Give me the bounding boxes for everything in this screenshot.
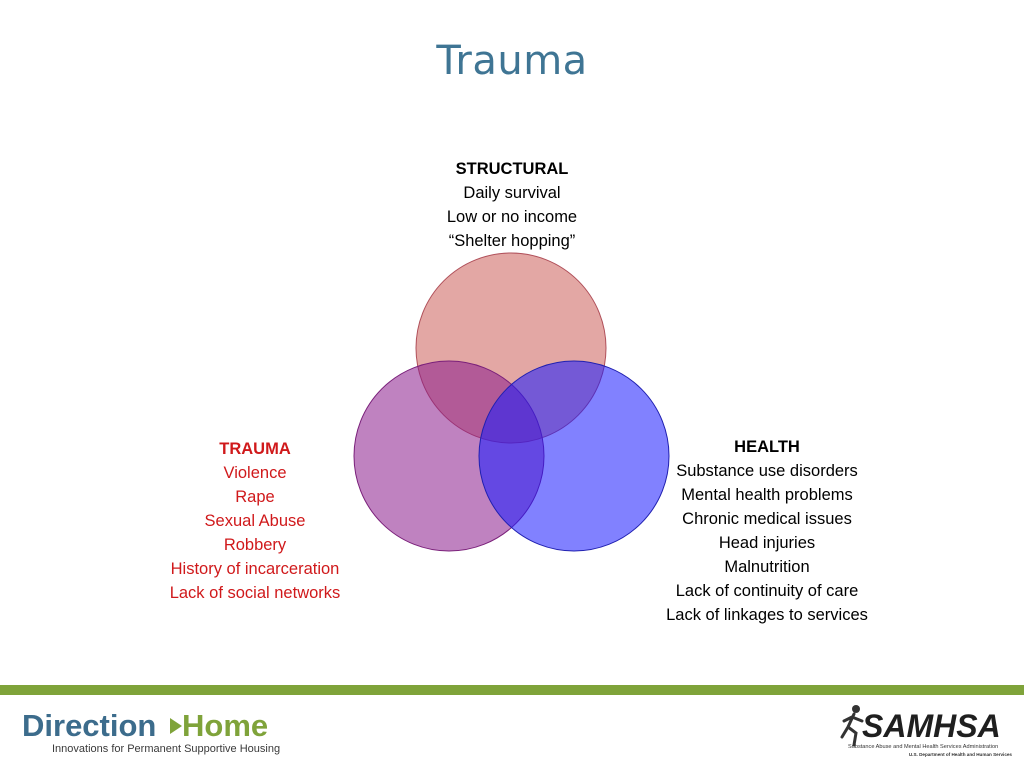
trauma-item: Violence [223,464,287,482]
health-item: Head injuries [718,534,816,552]
health-item: Malnutrition [724,558,810,576]
trauma-item: Rape [235,488,275,506]
footer-bar [0,685,1024,695]
samhsa-department: U.S. Department of Health and Human Serv… [909,752,1013,757]
health-circle [478,360,670,552]
trauma-item: Robbery [223,536,287,554]
health-item: Chronic medical issues [682,510,852,528]
trauma-item: History of incarceration [170,560,340,578]
structural-heading: STRUCTURAL [455,160,569,178]
running-figure-icon [840,705,864,747]
samhsa-subtitle: Substance Abuse and Mental Health Servic… [848,744,998,750]
structural-label-block: STRUCTURAL Daily survival Low or no inco… [380,157,644,253]
trauma-item: Lack of social networks [169,584,341,602]
health-heading: HEALTH [734,438,800,456]
logo-home-word: Home [182,708,268,743]
trauma-item: Sexual Abuse [204,512,306,530]
logo-direction-word: Direction [22,708,156,743]
samhsa-name: SAMHSA [862,708,1001,744]
health-item: Mental health problems [681,486,853,504]
structural-item: “Shelter hopping” [448,232,576,250]
samhsa-logo: SAMHSA Substance Abuse and Mental Health… [840,705,1013,757]
slide-title: Trauma [436,38,588,84]
trauma-label-block: TRAUMA Violence Rape Sexual Abuse Robber… [130,437,380,605]
direction-home-logo: Direction Home Innovations for Permanent… [22,708,280,755]
trauma-heading: TRAUMA [219,440,291,458]
health-label-block: HEALTH Substance use disorders Mental he… [640,435,894,627]
structural-item: Daily survival [463,184,561,202]
health-item: Lack of continuity of care [675,582,859,600]
structural-item: Low or no income [446,208,578,226]
health-item: Lack of linkages to services [666,606,868,624]
arrow-icon [170,718,182,734]
logo-tagline: Innovations for Permanent Supportive Hou… [52,743,280,755]
health-item: Substance use disorders [676,462,858,480]
